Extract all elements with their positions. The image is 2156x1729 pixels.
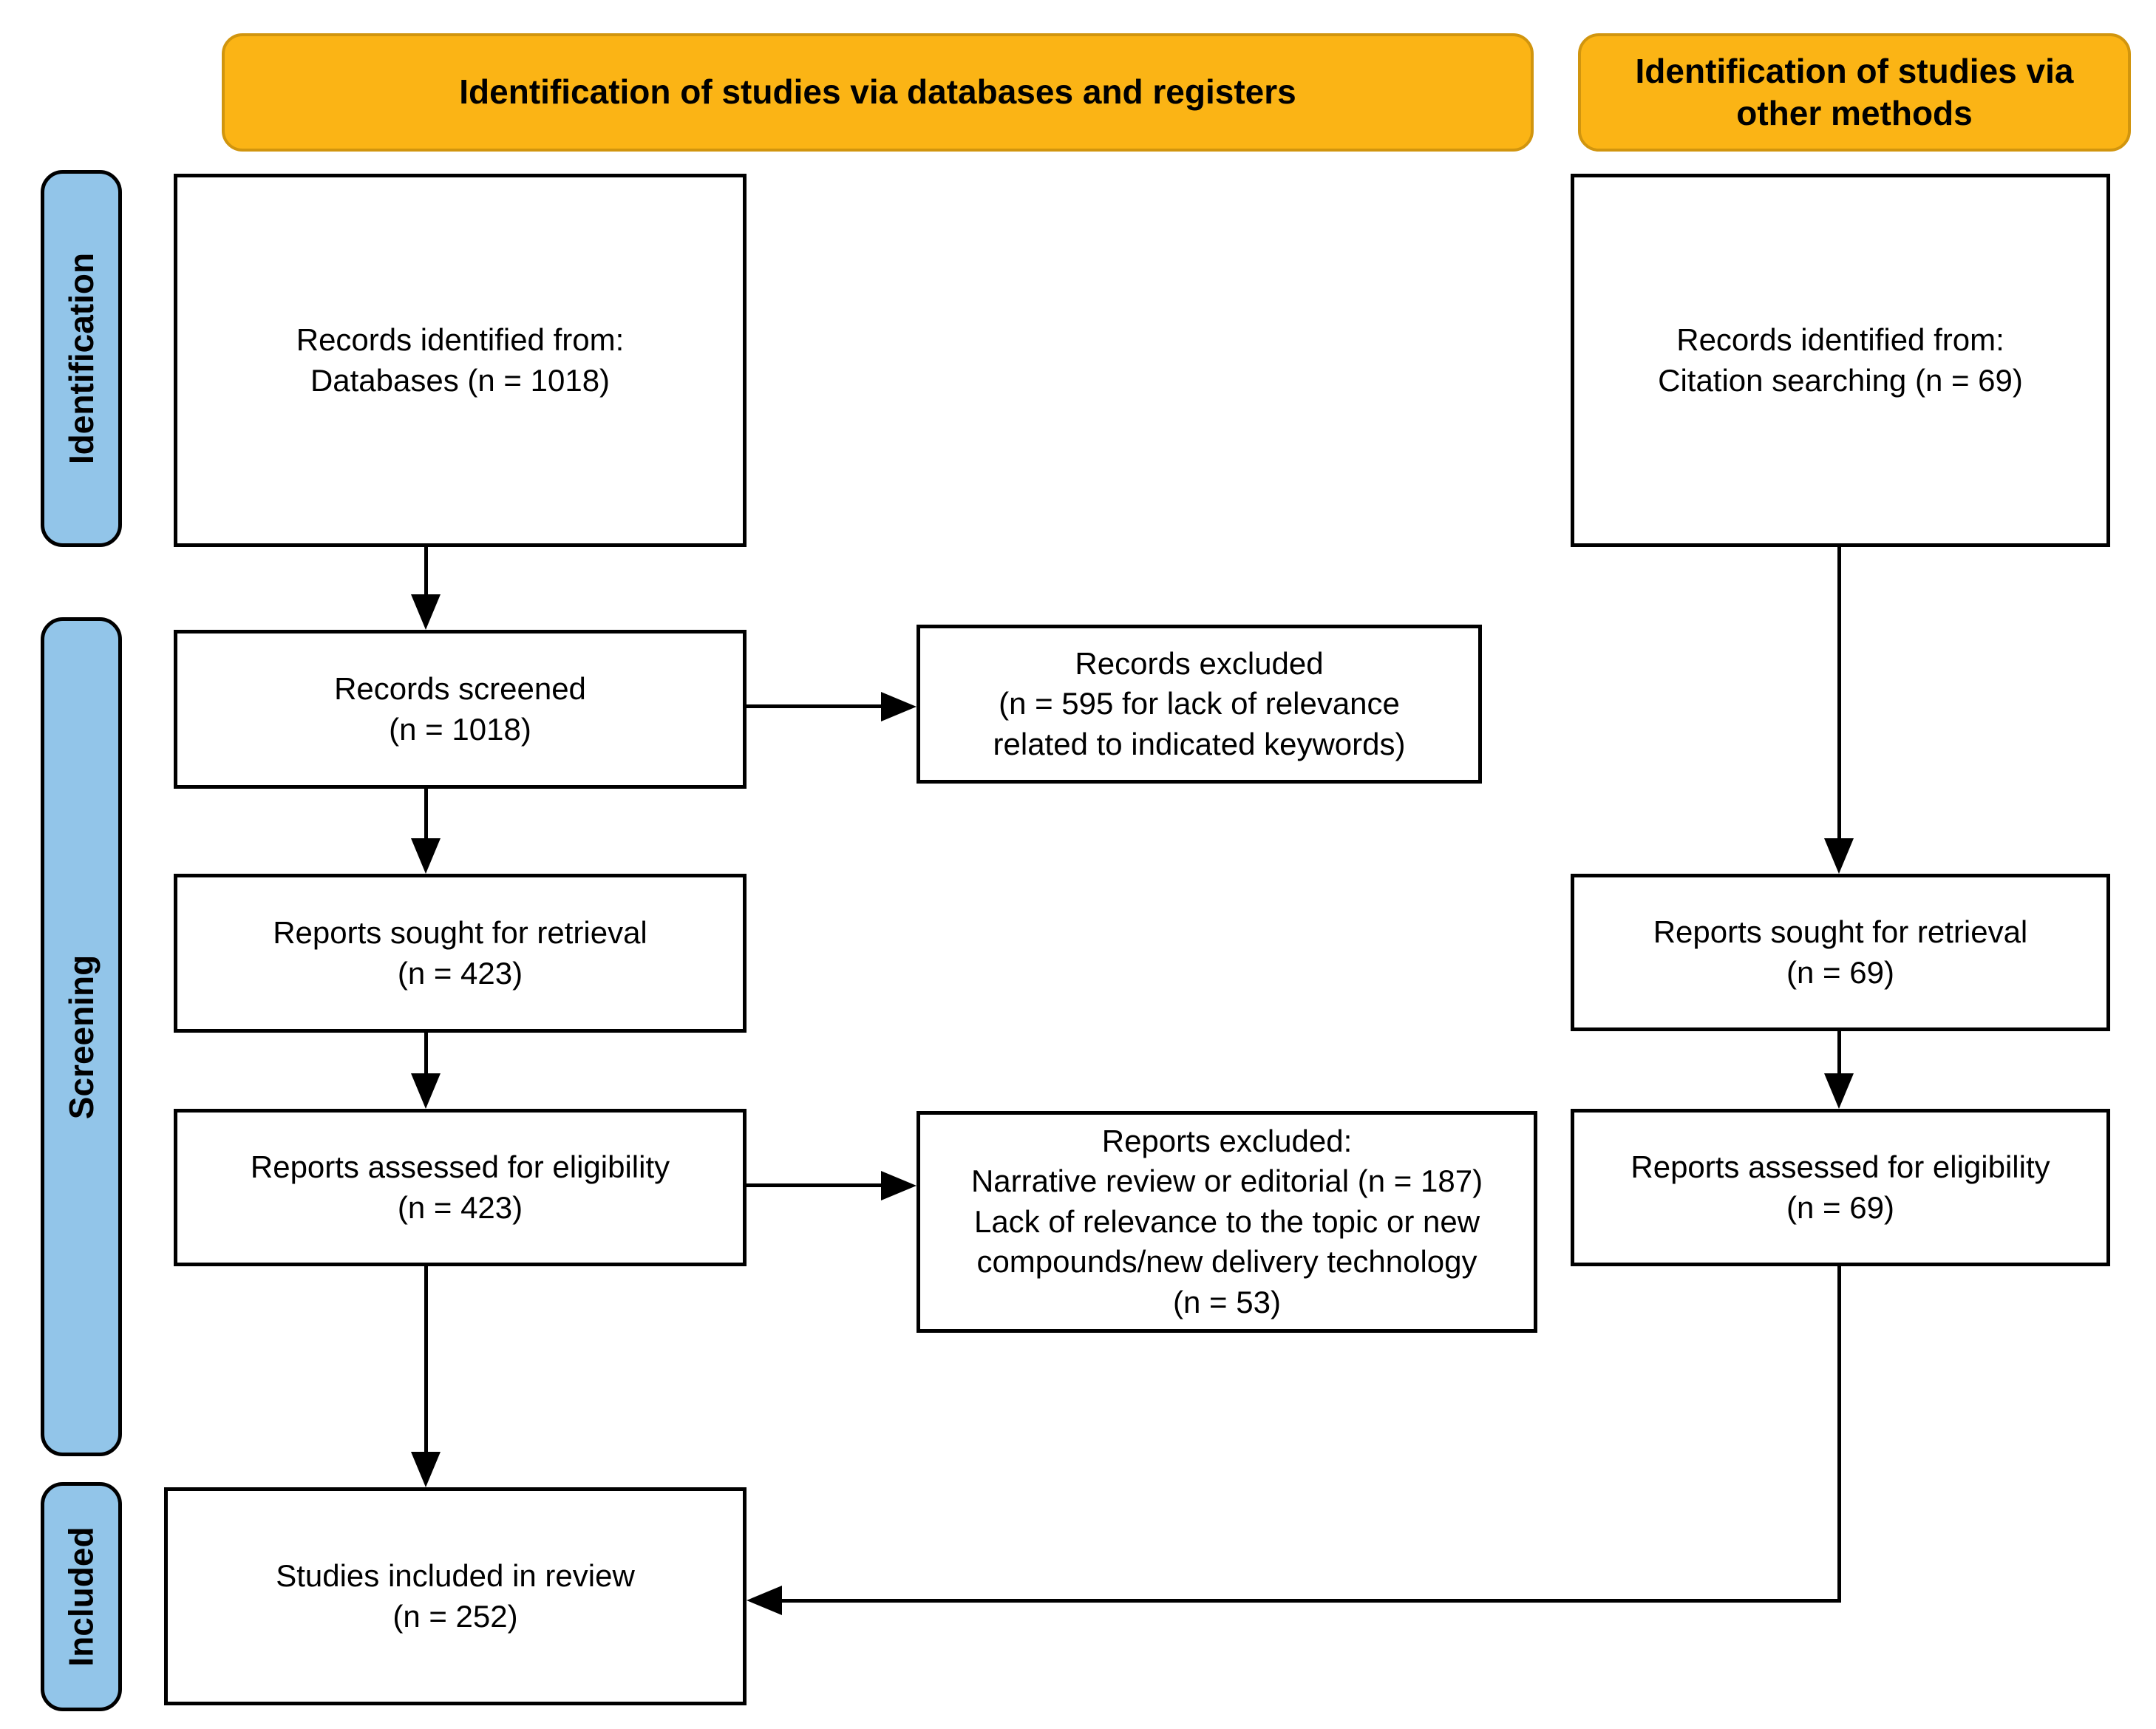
stage-identification: Identification — [41, 170, 122, 547]
arrowhead-down-icon — [411, 594, 441, 630]
connector-other-to-included-horizontal — [781, 1599, 1841, 1603]
arrowhead-right-icon — [881, 692, 917, 721]
box-reports-assessed-databases: Reports assessed for eligibility (n = 42… — [174, 1109, 747, 1266]
box-reports-excluded: Reports excluded: Narrative review or ed… — [917, 1111, 1537, 1333]
stage-screening-label: Screening — [62, 954, 101, 1119]
connector-screened-to-sought — [424, 789, 428, 840]
connector-sought-other-to-assessed — [1837, 1031, 1841, 1076]
connector-other-to-included-vertical — [1837, 1266, 1841, 1603]
connector-sought-to-assessed — [424, 1031, 428, 1076]
arrowhead-down-icon — [411, 1073, 441, 1109]
box-records-excluded: Records excluded (n = 595 for lack of re… — [917, 625, 1482, 784]
arrowhead-right-icon — [881, 1171, 917, 1200]
connector-assessed-to-excluded — [747, 1183, 883, 1187]
arrowhead-down-icon — [1824, 1073, 1854, 1109]
arrowhead-left-icon — [747, 1586, 782, 1615]
stage-included-label: Included — [62, 1526, 101, 1667]
box-reports-sought-other: Reports sought for retrieval (n = 69) — [1571, 874, 2110, 1031]
connector-assessed-to-included — [424, 1266, 428, 1453]
box-records-identified-citation: Records identified from: Citation search… — [1571, 174, 2110, 547]
arrowhead-down-icon — [411, 1452, 441, 1487]
header-databases-registers: Identification of studies via databases … — [222, 33, 1534, 152]
box-studies-included: Studies included in review (n = 252) — [164, 1487, 747, 1705]
connector-citation-to-sought — [1837, 547, 1841, 840]
box-reports-sought-databases: Reports sought for retrieval (n = 423) — [174, 874, 747, 1033]
box-records-identified-databases: Records identified from: Databases (n = … — [174, 174, 747, 547]
stage-screening: Screening — [41, 617, 122, 1456]
stage-included: Included — [41, 1482, 122, 1711]
arrowhead-down-icon — [411, 838, 441, 874]
connector-identified-to-screened — [424, 547, 428, 596]
arrowhead-down-icon — [1824, 838, 1854, 874]
box-records-screened: Records screened (n = 1018) — [174, 630, 747, 789]
header-other-methods: Identification of studies via other meth… — [1578, 33, 2131, 152]
stage-identification-label: Identification — [62, 252, 101, 465]
box-reports-assessed-other: Reports assessed for eligibility (n = 69… — [1571, 1109, 2110, 1266]
connector-screened-to-excluded — [747, 704, 883, 708]
